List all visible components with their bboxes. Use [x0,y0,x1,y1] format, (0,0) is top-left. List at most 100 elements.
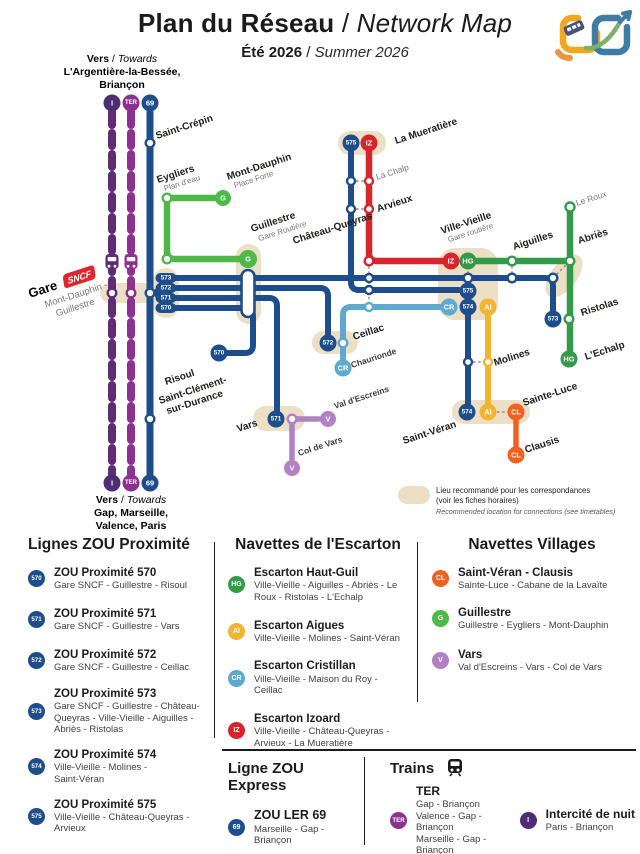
station-eygliers-guillestre [161,253,173,265]
legend-trains: Trains TER TER Gap - Briançon Valence - … [390,758,635,854]
subtitle-french: Été 2026 [241,44,303,61]
badge-v: V [432,652,449,670]
station-ceillac [337,337,349,349]
badge-g-mont-dauphin: G [215,190,231,206]
station-arvieux-575 [345,203,357,215]
svg-text:570: 570 [161,305,172,312]
divider-vertical-3 [364,757,366,845]
svg-text:AI: AI [484,408,492,417]
network-logo [555,10,632,61]
station-ville-vieille-573 [462,272,474,284]
svg-text:573: 573 [161,275,172,282]
label-molines: Molines [493,347,532,369]
svg-text:Valence, Paris: Valence, Paris [96,520,167,532]
label-la-mueratiere: La Mueratière [394,116,460,147]
badge-ai-ville-vieille: AI [479,298,497,316]
svg-text:69: 69 [146,479,154,488]
label-la-chalp: La Chalp [375,162,411,182]
svg-text:570: 570 [214,350,225,357]
subtitle-english: Summer 2026 [314,44,409,61]
badge-v-col-de-vars: V [284,460,300,476]
svg-text:TER: TER [125,480,138,486]
legend-item-ter: TER TER Gap - Briançon Valence - Gap - B… [390,784,510,854]
svg-text:573: 573 [548,316,559,323]
label-vars: Vars [236,418,260,435]
legend-trains-title: Trains [390,759,435,777]
legend-villages-title: Navettes Villages [468,536,596,553]
label-chaurionde: Chaurionde [350,346,398,370]
badge-intercite: I [519,811,537,829]
badge-g-guillestre: G [239,250,257,268]
badge-ter: TER [390,811,407,829]
label-clausis: Clausis [524,434,562,456]
legend-item-intercite: I Intercité de nuit Paris - Briançon [519,784,635,854]
badge-574-saint-veran: 574 [458,403,476,421]
legend-villages: Navettes Villages CL Saint-Véran - Claus… [432,536,632,674]
line-badges: I TER 69 I TER 69 575 IZ G G 573 572 571… [103,94,578,492]
train-icon [124,254,138,269]
sncf-logo: SNCF [63,265,96,288]
svg-text:CR: CR [444,303,455,312]
towards-bottom: Vers / Towards Gap, Marseille, Valence, … [94,494,168,532]
line-escarton-cristillan [340,304,443,362]
badge-ai-saint-veran: AI [479,403,497,421]
label-aiguilles: Aiguilles [512,229,555,252]
badge-572-ceillac: 572 [319,334,337,352]
badge-571-pill: 571 [155,293,177,303]
badge-intercite: I [103,94,121,112]
station-arvieux-iz [363,203,375,215]
svg-text:Lieu recommandé pour les corre: Lieu recommandé pour les correspondances [436,486,590,495]
badge-573-ristolas: 573 [544,310,562,328]
badge-v-val-escreins: V [320,411,336,427]
badge-intercite: I [103,474,121,492]
label-col-de-vars: Col de Vars [297,434,344,458]
badge-iz-ville-vieille: IZ [442,252,460,270]
badge-hg-echalp: HG [560,350,578,368]
badge-hg-ville-vieille: HG [459,252,477,270]
badge-cl: CL [432,570,449,588]
svg-text:HG: HG [563,355,574,364]
badge-572: 572 [28,652,45,670]
badge-69: 69 [141,94,159,112]
logo-blue-loop [591,14,631,56]
badge-ter: TER [122,94,140,112]
svg-text:Briançon: Briançon [99,79,145,91]
svg-text:V: V [289,464,294,473]
svg-text:(voir les fiches horaires): (voir les fiches horaires) [436,496,519,505]
svg-text:Vers / Towards: Vers / Towards [96,494,167,506]
label-arvieux: Arvieux [376,193,415,215]
line-navette-guillestre [163,194,244,263]
station-molines-574 [462,356,474,368]
label-sainte-luce: Sainte-Luce [522,381,580,409]
badge-570: 570 [28,570,45,588]
guillestre-hub-station [240,268,256,319]
logo-arrow [618,10,632,24]
badge-ter: TER [122,474,140,492]
label-val-escreins: Val d'Escreins [333,384,391,411]
label-l-echalp: L'Echalp [584,340,627,363]
page-title: Plan du Réseau / Network Map [70,8,580,39]
station-gare-69 [144,287,156,299]
badge-g: G [432,610,449,628]
title-separator: / [334,8,357,38]
station-gare-ter [125,287,137,299]
badge-cr-chaurionde: CR [334,359,352,377]
svg-text:572: 572 [161,285,172,292]
svg-text:CR: CR [338,364,349,373]
station-molines-ai [482,356,494,368]
badge-cr: CR [228,669,245,687]
station-maison-du-roy [363,301,375,313]
badge-574-ville-vieille: 574 [459,298,477,316]
divider-vertical-2 [417,542,419,702]
